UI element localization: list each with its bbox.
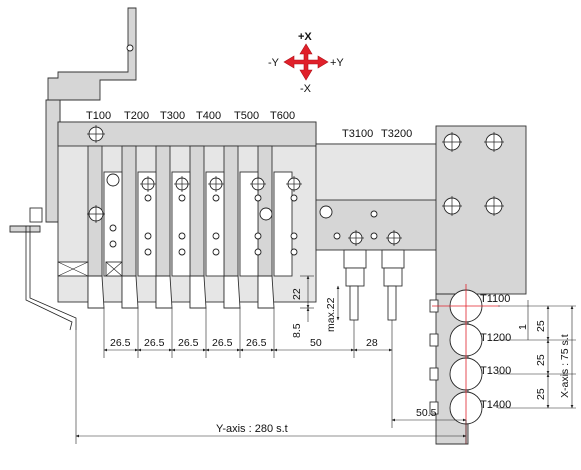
- dim-y-axis: Y-axis : 280 s.t: [216, 423, 288, 435]
- plus-y-label: +Y: [330, 57, 344, 69]
- dim-x-axis: X-axis : 75 s.t: [559, 334, 571, 398]
- dim-drill-pitch: 28: [366, 337, 378, 349]
- tool-label-t400: T400: [196, 110, 221, 122]
- reference-centerlines: [432, 284, 500, 444]
- tool-label-t200: T200: [124, 110, 149, 122]
- gang-tool-shanks: [87, 275, 275, 309]
- dimension-lines: [75, 275, 576, 444]
- dim-max-22: max.22: [325, 297, 337, 332]
- tool-label-t300: T300: [160, 110, 185, 122]
- tool-label-t600: T600: [270, 110, 295, 122]
- tool-label-t3200: T3200: [381, 128, 412, 140]
- gang-small-holes: [109, 194, 298, 256]
- dim-gang-pitch-1: 26.5: [110, 337, 131, 349]
- dim-turret-pitch-3: 25: [535, 388, 547, 400]
- dim-small-gap: 1: [517, 324, 529, 330]
- dim-gang-pitch-2: 26.5: [144, 337, 165, 349]
- plus-x-label: +X: [298, 31, 312, 43]
- dim-gang-pitch-4: 26.5: [212, 337, 233, 349]
- tool-label-t1100: T1100: [480, 293, 510, 305]
- turret-block: [429, 125, 527, 445]
- left-holder-bracket: [9, 7, 137, 331]
- tool-label-t1200: T1200: [480, 332, 511, 344]
- minus-y-label: -Y: [268, 57, 280, 69]
- tool-label-t500: T500: [234, 110, 259, 122]
- tool-label-t3100: T3100: [342, 128, 373, 140]
- dim-height-8-5: 8.5: [291, 323, 303, 338]
- dim-gang-pitch-3: 26.5: [178, 337, 199, 349]
- minus-x-label: -X: [300, 83, 312, 95]
- gang-bolt-holes: [87, 125, 302, 223]
- dim-turret-offset: 50.5: [416, 407, 437, 419]
- dim-gap-to-drill: 50: [310, 337, 322, 349]
- dim-turret-pitch-2: 25: [535, 354, 547, 366]
- tool-label-t100: T100: [86, 110, 111, 122]
- tool-label-t1400: T1400: [480, 399, 511, 411]
- dim-turret-pitch-1: 25: [535, 320, 547, 332]
- tool-label-t1300: T1300: [480, 365, 511, 377]
- direction-arrows: [283, 43, 329, 81]
- dim-height-22: 22: [291, 288, 303, 300]
- dim-gang-pitch-5: 26.5: [246, 337, 267, 349]
- drill-block: [315, 143, 439, 321]
